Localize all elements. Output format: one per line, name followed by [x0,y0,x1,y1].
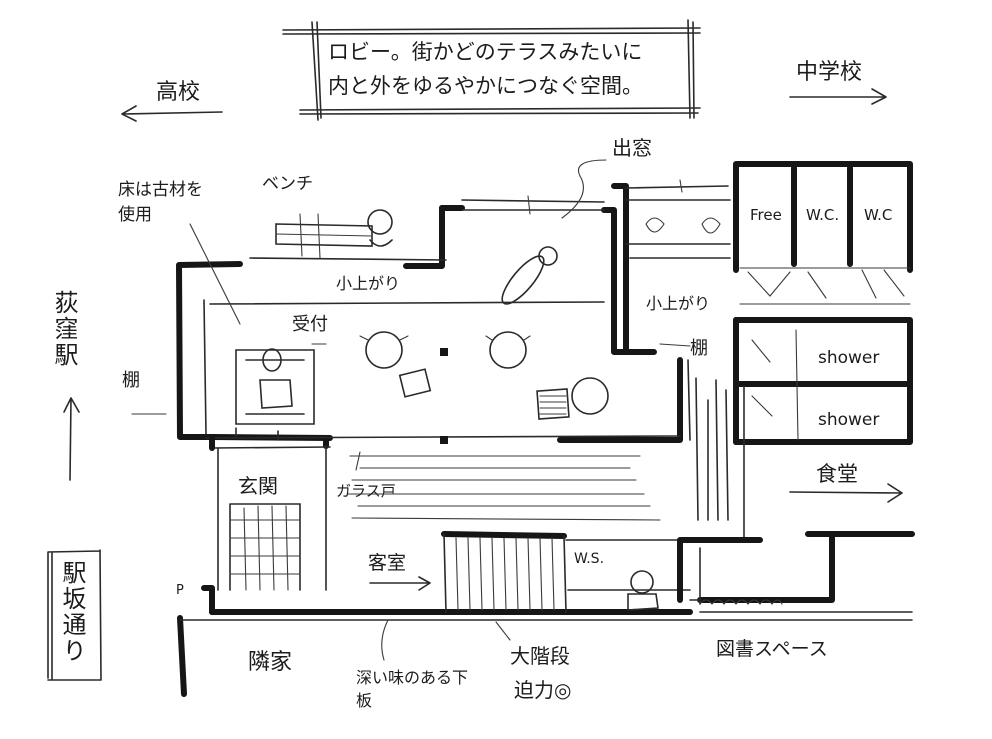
entrance-area [201,435,327,615]
room-free: Free [750,206,782,224]
library-books [699,599,783,605]
note-stairs-impact: 迫力◎ [514,678,572,702]
station-label: 荻窪駅 [50,290,78,368]
direction-arrows [63,88,903,591]
title-box-frame [282,19,701,121]
room-workspace: W.S. [574,551,605,567]
room-neighbor: 隣家 [248,650,293,675]
room-library: 図書スペース [716,638,828,660]
workspace-library [565,531,915,605]
middle-school-label: 中学校 [796,60,863,85]
note-p-mark: P [176,583,184,598]
reception-desk [235,348,315,425]
wc-shower-block [733,161,913,445]
wood-floor-hatching [347,455,661,521]
room-wc-2: W.C [864,206,893,224]
outer-bottom-wall [177,609,913,697]
room-shower-1: shower [818,348,880,368]
title-line-2: 内と外をゆるやかにつなぐ空間。 [328,74,643,98]
leader-lines [131,159,691,661]
note-baseboard: 深い味のある下板 [356,668,469,711]
lobby-furniture [359,331,609,444]
high-school-label: 高校 [156,80,201,105]
note-glass-door: ガラス戸 [336,482,396,500]
note-koagari-2: 小上がり [646,294,711,313]
note-stairs: 大階段 [510,644,570,668]
note-reception: 受付 [292,314,328,335]
room-shower-2: shower [818,410,880,430]
room-entrance: 玄関 [238,474,278,498]
note-bay-window: 出窓 [612,136,652,160]
bench [275,213,373,259]
station-road-label: 駅坂通り [58,560,86,664]
cafeteria-label: 食堂 [816,462,858,486]
note-shelf-1: 棚 [122,370,140,391]
title-line-1: ロビー。街かどのテラスみたいに [328,40,643,64]
bay-window-lines [461,179,731,259]
grand-staircase [441,531,567,613]
lobby-inner-lines [203,257,681,449]
room-wc-1: W.C. [806,206,840,224]
guest-room-label: 客室 [368,552,407,574]
note-bench: ベンチ [262,174,313,194]
note-koagari-1: 小上がり [336,274,401,293]
note-floor: 床は古材を使用 [118,180,203,225]
note-shelf-2: 棚 [690,338,708,359]
people-sketches [367,209,721,611]
station-road-frame [47,549,102,681]
side-corridor-lines [687,359,745,541]
